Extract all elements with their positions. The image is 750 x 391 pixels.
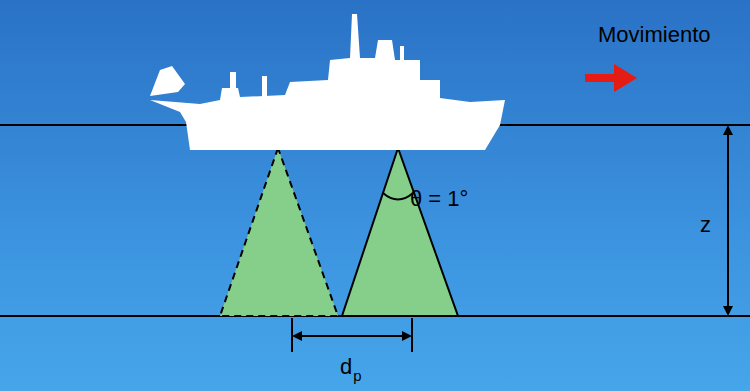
spacing-label: d (340, 356, 352, 378)
movement-arrow (585, 74, 618, 82)
spacing-subscript: p (353, 368, 361, 383)
angle-label: θ = 1° (410, 188, 468, 210)
extension-line (291, 318, 293, 352)
extension-line (411, 318, 413, 352)
ship-silhouette (150, 14, 505, 150)
movement-label: Movimiento (598, 24, 710, 46)
depth-label: z (700, 214, 711, 236)
depth-dimension (727, 127, 729, 314)
movement-arrowhead (614, 64, 637, 92)
sonar-beam (342, 148, 458, 316)
angle-arc (383, 193, 413, 200)
previous-beam (220, 148, 338, 316)
spacing-dimension (294, 335, 410, 337)
